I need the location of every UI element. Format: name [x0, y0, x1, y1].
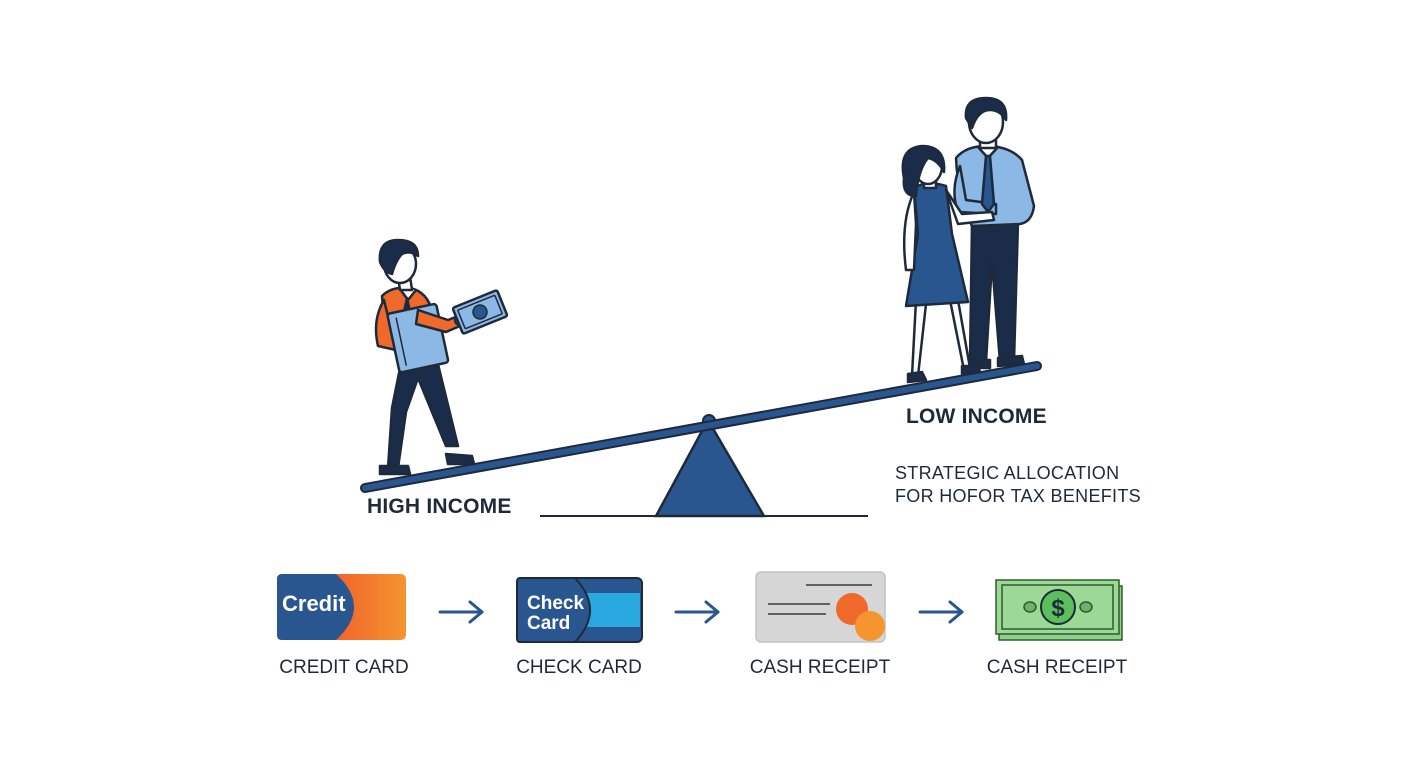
- arrow-right-icon: [438, 600, 484, 624]
- receipt-card-icon: [755, 571, 886, 643]
- dollar-sign-icon: $: [1051, 595, 1065, 622]
- cash-label: CASH RECEIPT: [986, 657, 1128, 678]
- low-income-couple: [901, 96, 1036, 384]
- credit-card-icon: Credit: [277, 574, 406, 640]
- check-card-icon: Check Card: [516, 577, 643, 643]
- arrow-right-icon: [918, 600, 964, 624]
- check-card-label: CHECK CARD: [516, 657, 642, 678]
- cash-stack-icon: $: [995, 579, 1123, 641]
- strategy-note-line1: STRATEGIC ALLOCATION: [895, 463, 1120, 483]
- strategy-note-line2: FOR HOFOR TAX BENEFITS: [895, 486, 1141, 506]
- credit-card-icon-text: Credit: [282, 591, 346, 616]
- high-income-person: [374, 238, 509, 476]
- high-income-label: HIGH INCOME: [367, 495, 512, 518]
- check-card-icon-text-line1: Check: [527, 593, 584, 614]
- check-card-icon-text-line2: Card: [527, 613, 570, 634]
- low-income-label: LOW INCOME: [906, 405, 1047, 428]
- arrow-right-icon: [674, 600, 720, 624]
- cash-receipt-label: CASH RECEIPT: [749, 657, 891, 678]
- credit-card-label: CREDIT CARD: [279, 657, 409, 678]
